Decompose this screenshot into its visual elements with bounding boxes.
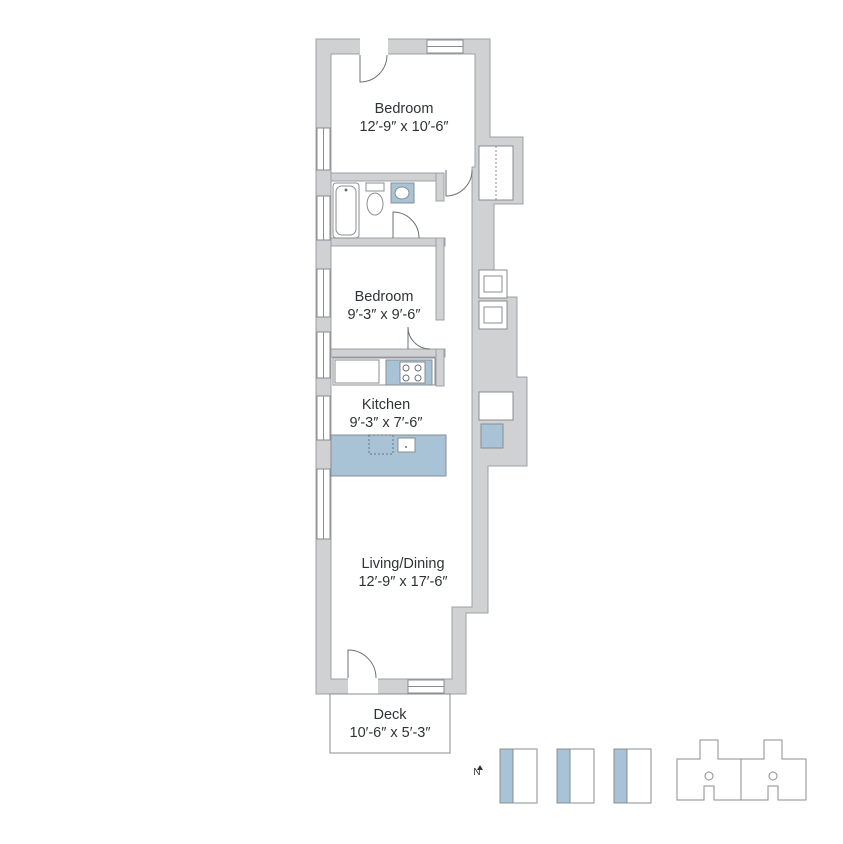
refrigerator bbox=[334, 359, 380, 384]
room-label-deck: Deck 10′-6″ x 5′-3″ bbox=[338, 706, 442, 742]
room-label-kitchen: Kitchen 9′-3″ x 7′-6″ bbox=[336, 396, 436, 432]
deck-outline bbox=[329, 693, 451, 754]
bathroom-walls bbox=[330, 172, 446, 387]
room-label-living-dining: Living/Dining 12′-9″ x 17′-6″ bbox=[336, 555, 470, 591]
water-heater bbox=[480, 423, 504, 449]
room-name: Bedroom bbox=[374, 101, 434, 117]
bedroom-door-top bbox=[359, 54, 388, 83]
room-label-bedroom-1: Bedroom 12′-9″ x 10′-6″ bbox=[349, 100, 459, 136]
key-plan bbox=[499, 739, 807, 804]
kitchen-counter-front bbox=[330, 434, 447, 477]
room-name: Kitchen bbox=[361, 397, 411, 413]
room-name: Deck bbox=[373, 707, 407, 723]
room-name: Living/Dining bbox=[361, 556, 445, 572]
hall-closet bbox=[478, 391, 514, 421]
north-arrow-icon bbox=[477, 765, 483, 770]
north-label: N bbox=[473, 767, 481, 778]
room-dimensions: 12′-9″ x 10′-6″ bbox=[359, 119, 449, 135]
room-dimensions: 9′-3″ x 7′-6″ bbox=[349, 415, 423, 431]
entry-door bbox=[347, 649, 377, 679]
room-name: Bedroom bbox=[354, 289, 414, 305]
room-label-bedroom-2: Bedroom 9′-3″ x 9′-6″ bbox=[332, 288, 436, 324]
left-windows bbox=[316, 127, 331, 540]
room-dimensions: 9′-3″ x 9′-6″ bbox=[347, 307, 421, 323]
toilet bbox=[366, 192, 384, 216]
toilet-tank bbox=[365, 182, 385, 192]
hall-door bbox=[445, 169, 473, 197]
room-dimensions: 12′-9″ x 17′-6″ bbox=[358, 574, 448, 590]
bedroom2-door bbox=[407, 326, 431, 350]
kitchen-sink bbox=[397, 437, 416, 453]
room-dimensions: 10′-6″ x 5′-3″ bbox=[349, 725, 431, 741]
bathroom-door bbox=[392, 211, 420, 239]
